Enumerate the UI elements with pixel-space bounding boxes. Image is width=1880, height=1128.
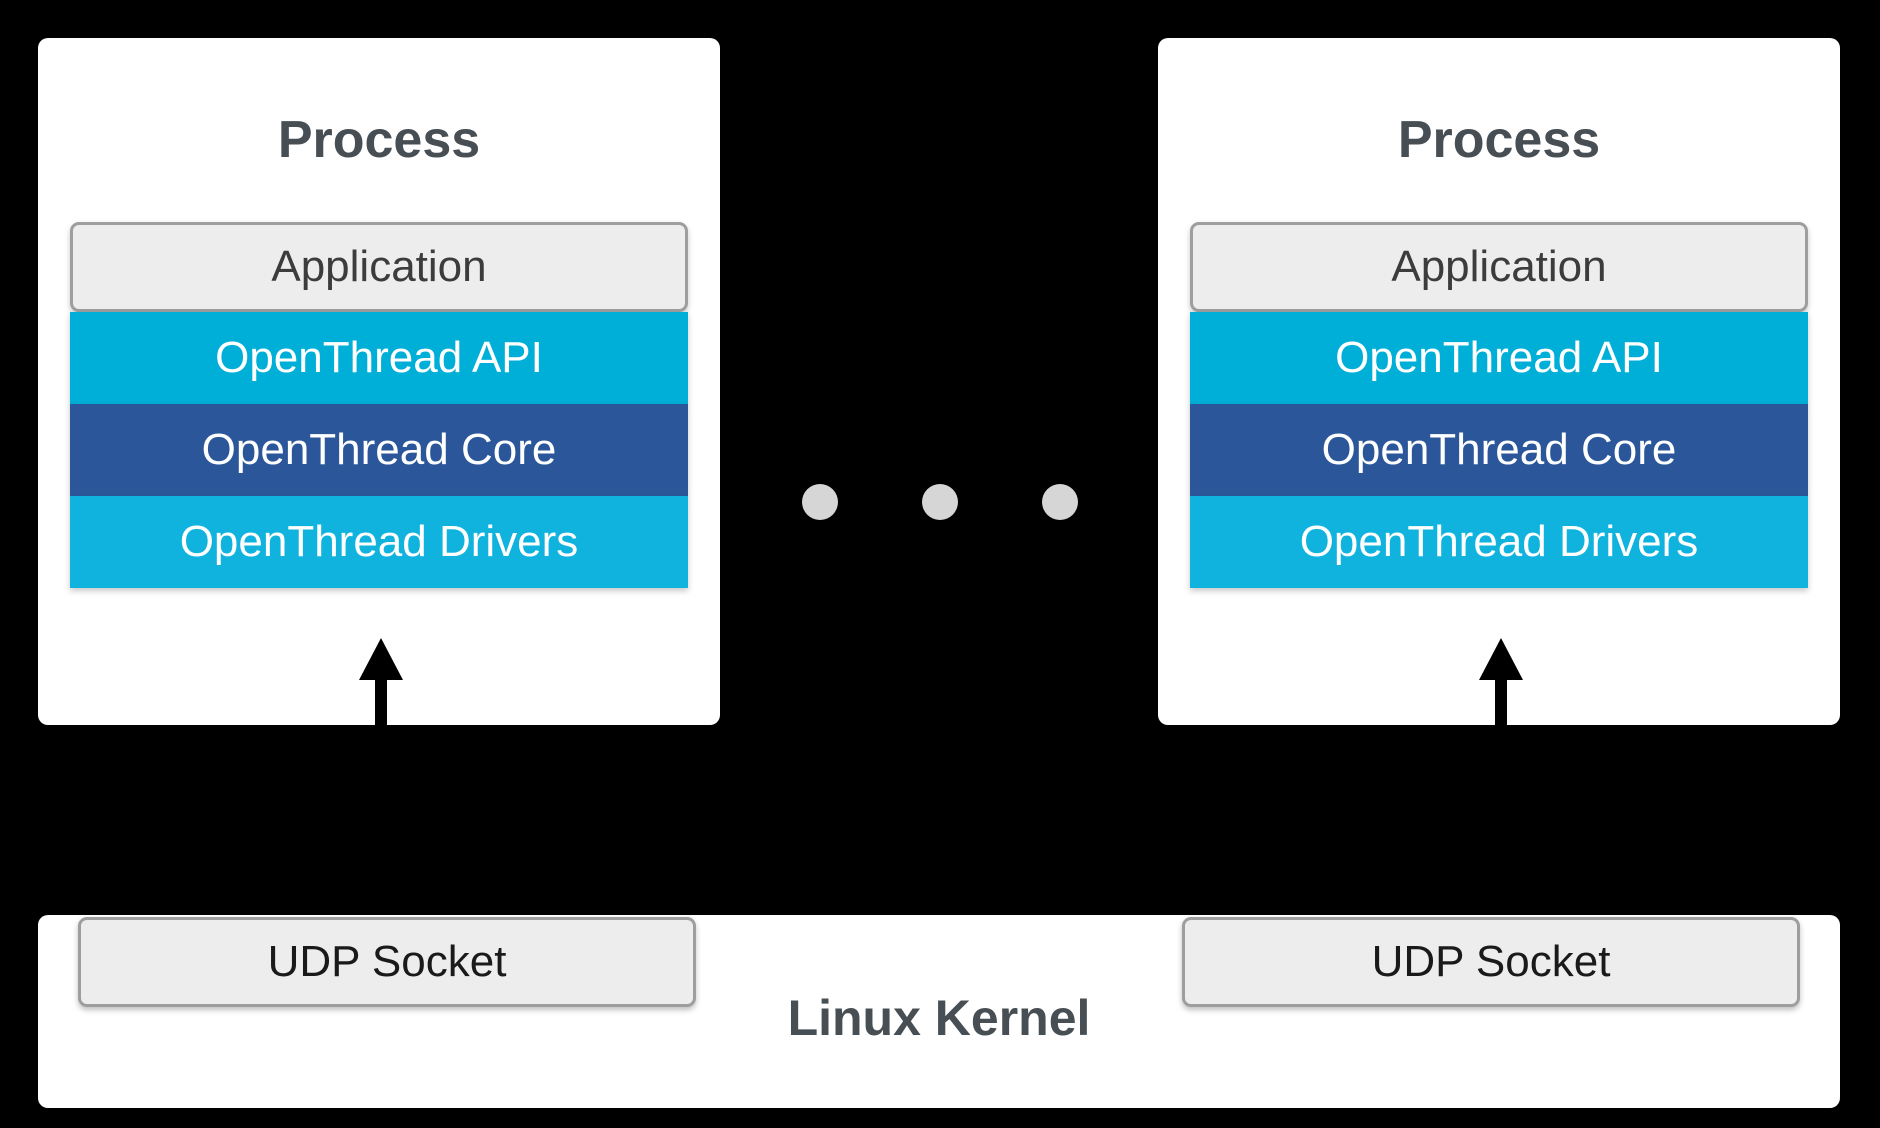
udp-socket-box-left[interactable]: UDP Socket (78, 917, 696, 1007)
layer-application-right[interactable]: Application (1190, 222, 1808, 312)
process-panel-left: Process Application OpenThread API OpenT… (38, 38, 720, 725)
process-title-right: Process (1397, 111, 1601, 169)
up-arrow-icon-left (359, 638, 403, 730)
ellipsis-more-processes (780, 480, 1100, 524)
layer-openthread-drivers-left[interactable]: OpenThread Drivers (70, 496, 688, 588)
process-title-left: Process (277, 111, 481, 169)
ellipsis-dot-2 (922, 484, 958, 520)
layer-openthread-api-left[interactable]: OpenThread API (70, 312, 688, 404)
udp-socket-box-right[interactable]: UDP Socket (1182, 917, 1800, 1007)
kernel-panel: UDP Socket Linux Kernel UDP Socket (38, 915, 1840, 1108)
kernel-title: Linux Kernel (787, 990, 1091, 1046)
layer-stack-right: Application OpenThread API OpenThread Co… (1190, 222, 1808, 588)
layer-openthread-api-right[interactable]: OpenThread API (1190, 312, 1808, 404)
layer-openthread-core-right[interactable]: OpenThread Core (1190, 404, 1808, 496)
ellipsis-dot-1 (802, 484, 838, 520)
layer-stack-left: Application OpenThread API OpenThread Co… (70, 222, 688, 588)
process-panel-right: Process Application OpenThread API OpenT… (1158, 38, 1840, 725)
up-arrow-icon-right (1479, 638, 1523, 730)
layer-openthread-core-left[interactable]: OpenThread Core (70, 404, 688, 496)
ellipsis-dot-3 (1042, 484, 1078, 520)
layer-openthread-drivers-right[interactable]: OpenThread Drivers (1190, 496, 1808, 588)
layer-application-left[interactable]: Application (70, 222, 688, 312)
